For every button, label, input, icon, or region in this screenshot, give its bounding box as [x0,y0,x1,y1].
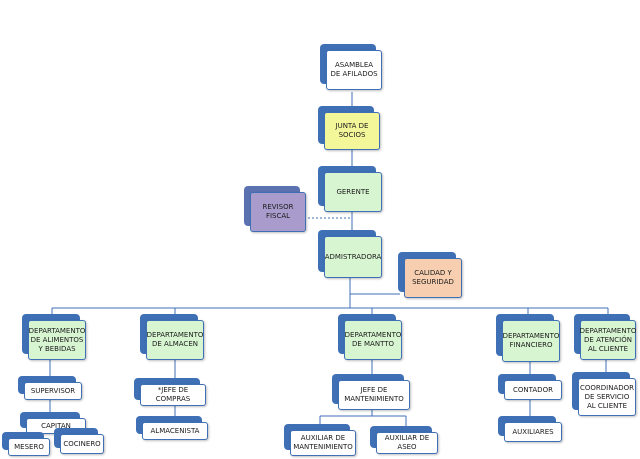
node-junta: JUNTA DE SOCIOS [318,106,380,150]
jefe-compras-label: *JEFE DE COMPRAS [140,384,206,406]
node-jefe-compras: *JEFE DE COMPRAS [134,378,206,406]
asamblea-label: ASAMBLEA DE AFILADOS [326,50,382,90]
aux-mant-label: AUXILIAR DE MANTENIMIENTO [290,430,356,456]
node-supervisor: SUPERVISOR [18,376,82,400]
gerente-label: GERENTE [324,172,382,212]
almacenista-label: ALMACENISTA [142,422,208,440]
node-dep-atencion: DEPARTAMENTO DE ATENCIÓN AL CLIENTE [574,314,636,360]
dep-atencion-label: DEPARTAMENTO DE ATENCIÓN AL CLIENTE [580,320,636,360]
contador-label: CONTADOR [504,380,562,400]
node-jefe-mant: JEFE DE MANTENIMIENTO [332,374,410,410]
node-cocinero: COCINERO [54,428,104,454]
node-dep-mantto: DEPARTAMENTO DE MANTTO [338,314,402,360]
mesero-label: MESERO [8,438,50,456]
node-revisor: REVISOR FISCAL [244,186,306,232]
node-dep-almacen: DEPARTAMENTO DE ALMACEN [140,314,204,360]
node-almacenista: ALMACENISTA [136,416,208,440]
dep-alimentos-label: DEPARTAMENTO DE ALIMENTOS Y BEBIDAS [28,320,86,360]
node-gerente: GERENTE [318,166,382,212]
junta-label: JUNTA DE SOCIOS [324,112,380,150]
node-aux-mant: AUXILIAR DE MANTENIMIENTO [284,424,356,456]
dep-mantto-label: DEPARTAMENTO DE MANTTO [344,320,402,360]
node-aux-aseo: AUXILIAR DE ASEO [370,426,438,454]
cocinero-label: COCINERO [60,434,104,454]
node-contador: CONTADOR [498,374,562,400]
dep-almacen-label: DEPARTAMENTO DE ALMACEN [146,320,204,360]
node-mesero: MESERO [2,432,50,456]
node-dep-financiero: DEPARTAMENTO FINANCIERO [496,314,560,362]
coordinador-label: COORDINADOR DE SERVICIO AL CLIENTE [578,378,636,416]
jefe-mant-label: JEFE DE MANTENIMIENTO [338,380,410,410]
node-auxiliares: AUXILIARES [498,416,562,442]
auxiliares-label: AUXILIARES [504,422,562,442]
node-dep-alimentos: DEPARTAMENTO DE ALIMENTOS Y BEBIDAS [22,314,86,360]
node-coordinador: COORDINADOR DE SERVICIO AL CLIENTE [572,372,636,416]
node-calidad: CALIDAD Y SEGURIDAD [398,252,462,298]
aux-aseo-label: AUXILIAR DE ASEO [376,432,438,454]
supervisor-label: SUPERVISOR [24,382,82,400]
administradora-label: ADMISTRADORA [324,236,382,278]
dep-financiero-label: DEPARTAMENTO FINANCIERO [502,320,560,362]
revisor-label: REVISOR FISCAL [250,192,306,232]
node-asamblea: ASAMBLEA DE AFILADOS [320,44,382,90]
node-administradora: ADMISTRADORA [318,230,382,278]
calidad-label: CALIDAD Y SEGURIDAD [404,258,462,298]
